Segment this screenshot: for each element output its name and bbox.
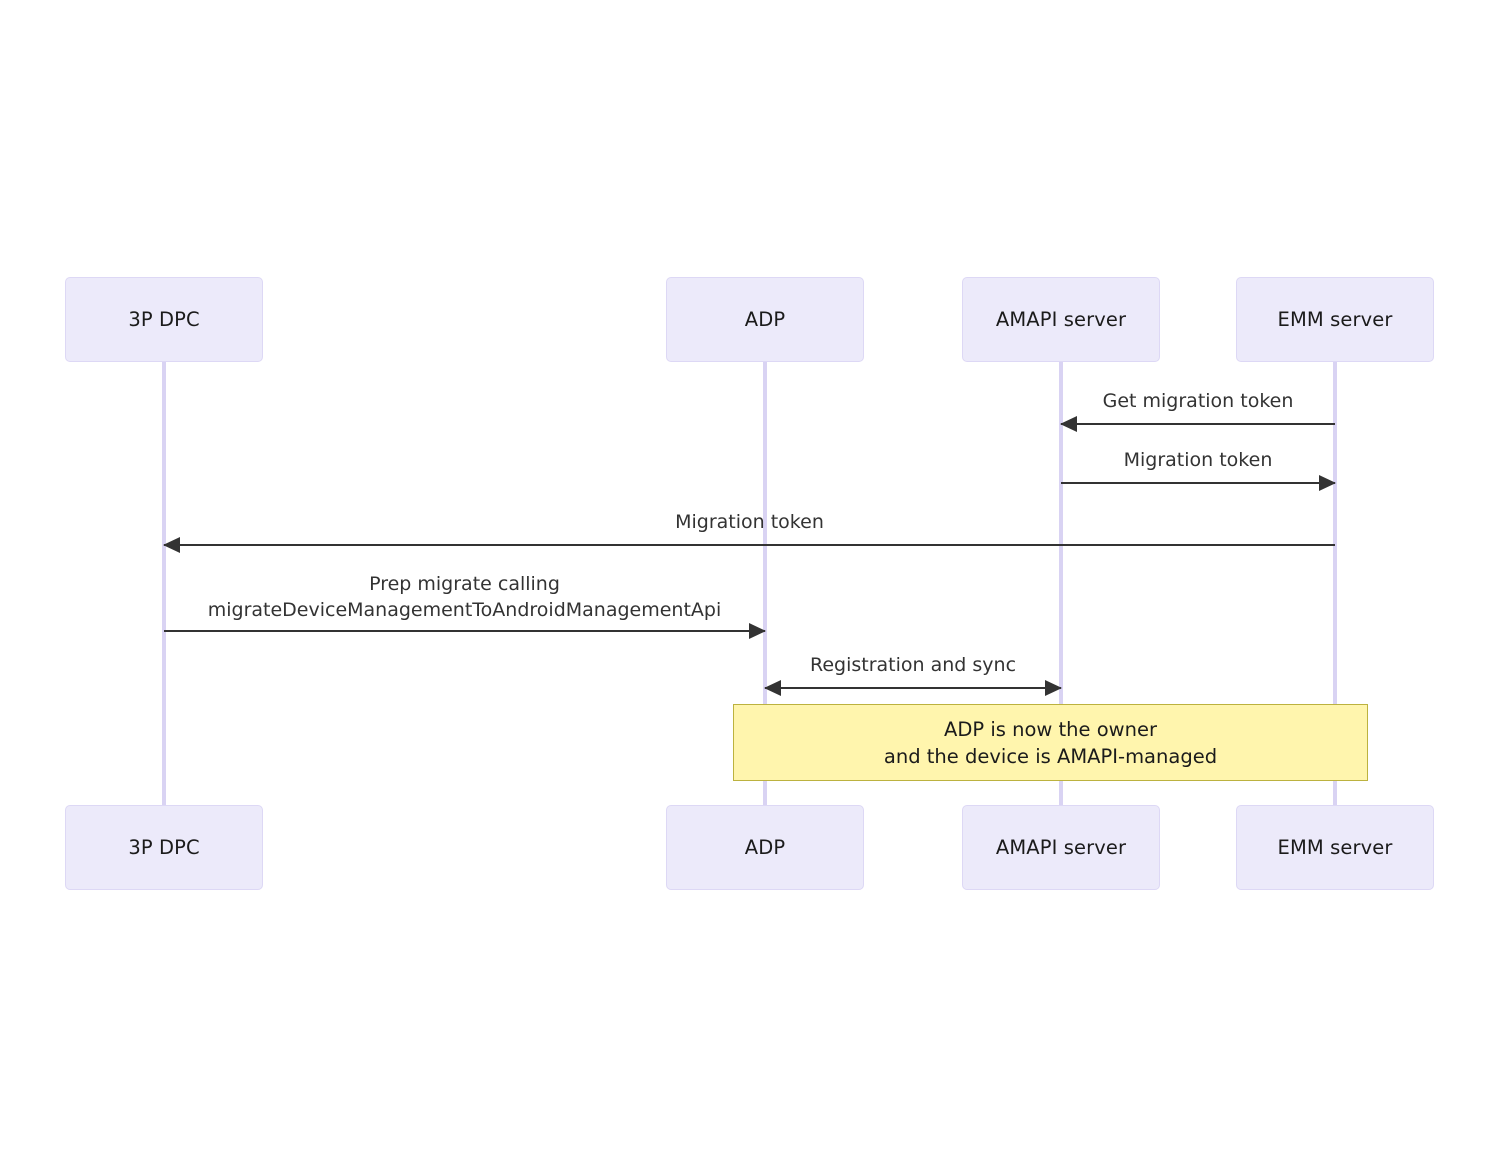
participant-label: 3P DPC — [128, 836, 200, 859]
participant-amapi-top[interactable]: AMAPI server — [962, 277, 1160, 362]
lifeline-adp — [763, 362, 767, 805]
participant-label: EMM server — [1277, 836, 1393, 859]
participant-label: EMM server — [1277, 308, 1393, 331]
lifeline-amapi — [1059, 362, 1063, 805]
message-label: Migration token — [675, 511, 824, 533]
message-label: Registration and sync — [809, 654, 1017, 676]
arrowhead-right-icon — [749, 622, 766, 639]
message-line — [1061, 423, 1335, 426]
arrowhead-left-icon — [764, 679, 781, 696]
participant-label: AMAPI server — [995, 836, 1127, 859]
note-text: ADP is now the owner and the device is A… — [883, 717, 1218, 768]
arrowhead-right-icon — [1045, 679, 1062, 696]
arrowhead-left-icon — [1060, 415, 1077, 432]
note-owner-status: ADP is now the owner and the device is A… — [733, 704, 1368, 781]
participant-dpc-top[interactable]: 3P DPC — [65, 277, 263, 362]
message-label: Prep migrate calling migrateDeviceManage… — [207, 573, 722, 621]
arrowhead-left-icon — [163, 536, 180, 553]
message-line — [765, 687, 1061, 690]
message-label: Get migration token — [1102, 390, 1294, 412]
message-line — [1061, 482, 1335, 485]
participant-adp-top[interactable]: ADP — [666, 277, 864, 362]
participant-label: AMAPI server — [995, 308, 1127, 331]
lifeline-emm — [1333, 362, 1337, 805]
arrowhead-right-icon — [1319, 474, 1336, 491]
message-line — [164, 544, 1335, 547]
participant-dpc-bottom[interactable]: 3P DPC — [65, 805, 263, 890]
participant-adp-bottom[interactable]: ADP — [666, 805, 864, 890]
participant-label: ADP — [744, 836, 786, 859]
participant-emm-top[interactable]: EMM server — [1236, 277, 1434, 362]
message-line — [164, 630, 765, 633]
participant-amapi-bottom[interactable]: AMAPI server — [962, 805, 1160, 890]
participant-label: ADP — [744, 308, 786, 331]
lifeline-dpc — [162, 362, 166, 805]
message-label: Migration token — [1123, 449, 1273, 471]
participant-label: 3P DPC — [128, 308, 200, 331]
participant-emm-bottom[interactable]: EMM server — [1236, 805, 1434, 890]
